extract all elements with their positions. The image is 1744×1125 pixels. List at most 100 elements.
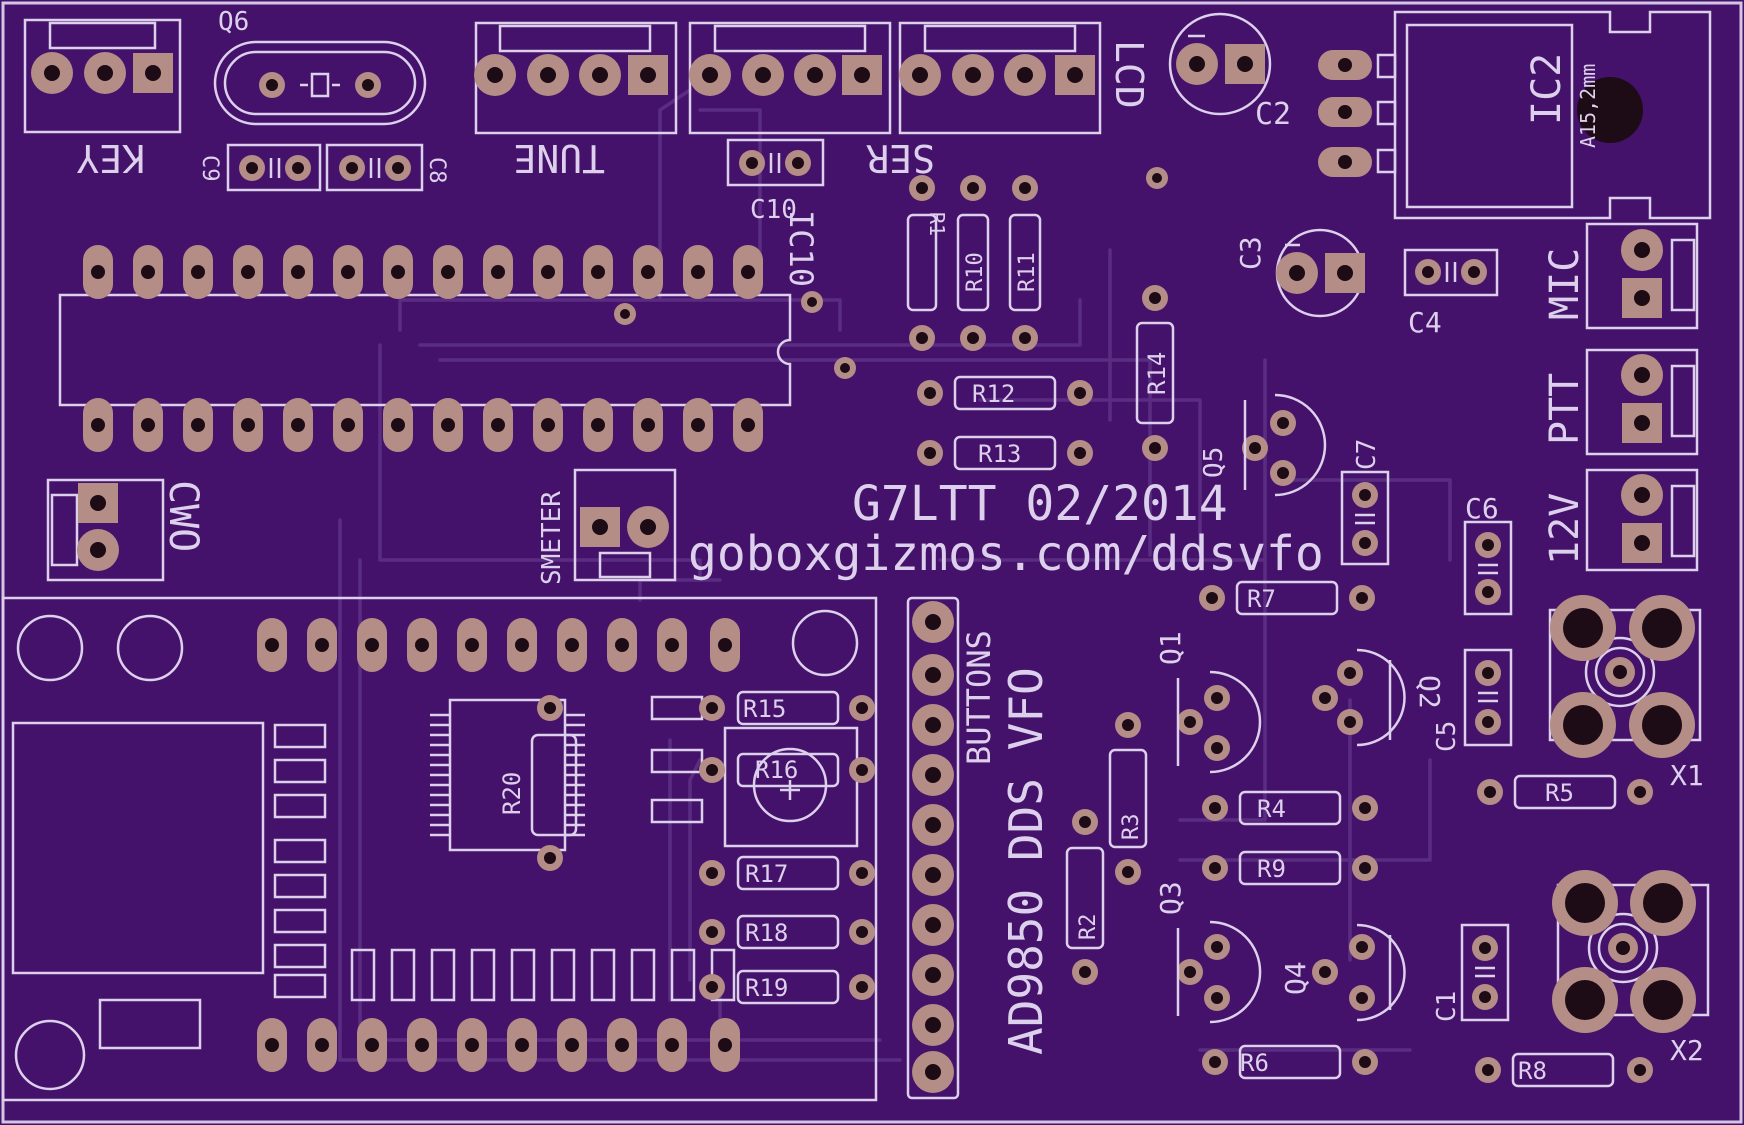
connector-smeter [573, 468, 677, 582]
resistor-r13 [917, 435, 1093, 471]
resistor-r4 [1202, 790, 1378, 826]
connector-ser [688, 21, 892, 135]
resistor-r14 [1135, 285, 1175, 461]
label-q4: Q4 [1279, 961, 1312, 995]
resistor-r2 [1065, 809, 1105, 985]
connector-key [23, 18, 182, 134]
label-r2: R2 [1076, 914, 1101, 941]
label-r16: R16 [755, 756, 798, 784]
capacitor-c3 [1275, 228, 1365, 318]
regulator-ic2 [1318, 10, 1712, 220]
label-r7: R7 [1247, 585, 1276, 613]
label-cwo: CWO [160, 480, 206, 552]
label-lcd: LCD [1107, 40, 1151, 109]
label-c8: C8 [424, 157, 449, 184]
connector-12v [1585, 468, 1699, 572]
ic10-package [58, 245, 792, 452]
resistor-r7 [1199, 580, 1375, 616]
label-r6: R6 [1240, 1049, 1269, 1077]
transistor-q5 [1242, 393, 1327, 497]
label-buttons: BUTTONS [960, 630, 998, 765]
label-r19: R19 [745, 974, 788, 1002]
label-r14: R14 [1143, 352, 1171, 395]
label-r12: R12 [972, 380, 1015, 408]
author-date-text: G7LTT 02/2014 [852, 476, 1228, 532]
via [834, 357, 856, 379]
resistor-r8 [1475, 1052, 1653, 1088]
transistor-q2 [1312, 648, 1406, 747]
resistor-r10 [956, 175, 990, 351]
label-ser: SER [866, 136, 935, 180]
capacitor-c6 [1463, 520, 1513, 616]
label-q5: Q5 [1199, 447, 1229, 478]
resistor-r19 [699, 969, 875, 1005]
label-mic: MIC [1542, 248, 1588, 320]
label-12v: 12V [1542, 493, 1588, 565]
label-r15: R15 [743, 695, 786, 723]
label-ic2: IC2 [1524, 53, 1570, 125]
label-c5: C5 [1432, 721, 1462, 752]
resistor-r6 [1202, 1044, 1378, 1080]
capacitor-c10 [726, 138, 825, 187]
label-r5: R5 [1545, 779, 1574, 807]
capacitor-c4 [1403, 248, 1499, 297]
label-x2: X2 [1670, 1034, 1704, 1067]
label-r13: R13 [978, 440, 1021, 468]
resistor-r3 [1108, 712, 1148, 885]
label-r17: R17 [745, 860, 788, 888]
url-text: goboxgizmos.com/ddsvfo [688, 526, 1324, 582]
resistor-r18 [699, 914, 875, 950]
label-ic10: IC10 [782, 210, 820, 287]
label-c1: C1 [1432, 991, 1462, 1022]
capacitor-c7 [1340, 470, 1390, 566]
label-c7: C7 [1352, 439, 1382, 470]
connector-x2 [1552, 870, 1710, 1033]
via [1146, 167, 1168, 189]
label-c6: C6 [1465, 492, 1499, 525]
label-q2: Q2 [1413, 675, 1446, 709]
label-q6: Q6 [218, 7, 249, 37]
transistor-q4 [1312, 923, 1406, 1022]
label-x1: X1 [1670, 759, 1704, 792]
connector-tune [474, 21, 678, 135]
connector-ptt [1585, 348, 1699, 456]
label-r4: R4 [1257, 795, 1286, 823]
crystal-q6 [213, 40, 427, 126]
dds-module [1, 596, 878, 1102]
connector-cwo [46, 478, 165, 582]
label-c4: C4 [1408, 306, 1442, 339]
label-key: KEY [76, 136, 145, 180]
label-r1: R1 [925, 212, 949, 236]
label-r8: R8 [1518, 1057, 1547, 1085]
label-c3: C3 [1234, 236, 1267, 270]
label-r11: R11 [1015, 252, 1040, 292]
connector-lcd [898, 21, 1102, 135]
transistor-q1 [1176, 670, 1262, 774]
label-r18: R18 [745, 919, 788, 947]
label-tune: TUNE [513, 136, 605, 180]
label-c10: C10 [750, 195, 797, 225]
resistor-r1 [906, 175, 938, 351]
label-r3: R3 [1119, 814, 1144, 841]
capacitor-c8 [325, 143, 424, 192]
transistor-q3 [1176, 920, 1262, 1024]
label-c2: C2 [1255, 97, 1291, 132]
resistor-r9 [1202, 850, 1378, 886]
label-ic2-note: A15,2mm [1576, 64, 1600, 148]
capacitor-c2 [1168, 12, 1272, 116]
header-buttons [906, 596, 960, 1100]
capacitor-c5 [1463, 648, 1513, 747]
via [801, 291, 823, 313]
connector-mic [1585, 222, 1699, 330]
resistor-r11 [1008, 175, 1042, 351]
capacitor-c9 [226, 143, 322, 192]
resistor-r12 [917, 375, 1093, 411]
capacitor-c1 [1460, 923, 1510, 1022]
via [614, 303, 636, 325]
label-c9: C9 [197, 155, 222, 182]
resistor-r17 [699, 855, 875, 891]
connector-x1 [1548, 595, 1702, 758]
label-ptt: PTT [1542, 373, 1588, 445]
